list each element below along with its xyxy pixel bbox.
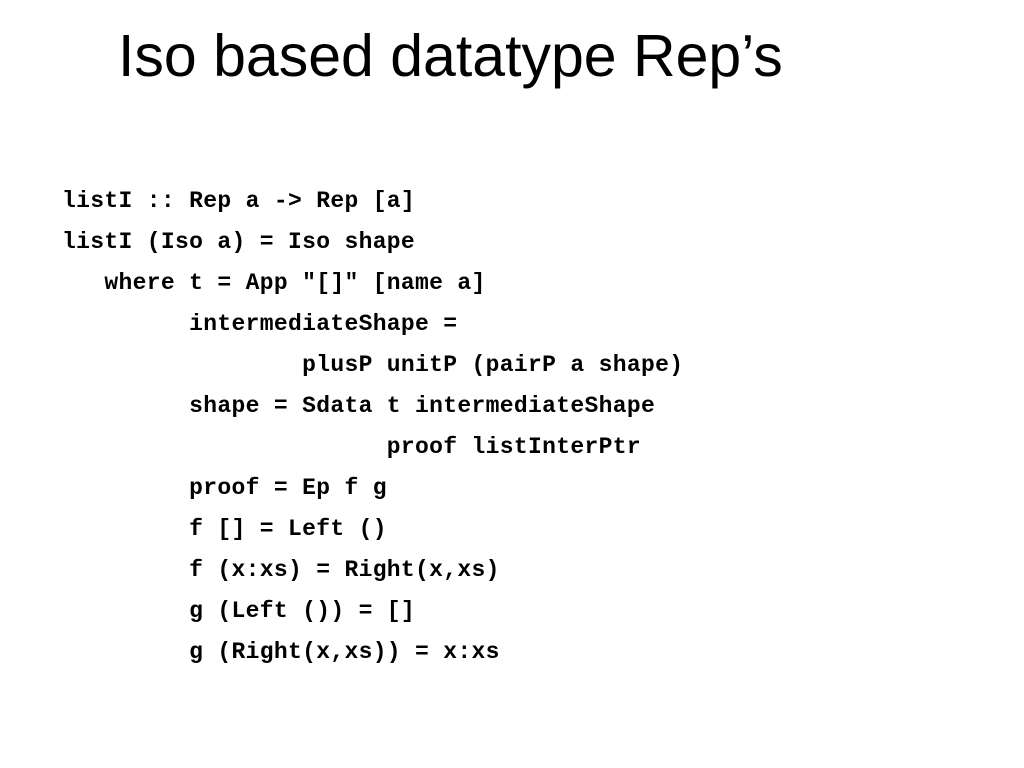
code-line: g (Right(x,xs)) = x:xs [62, 639, 500, 665]
code-line: f (x:xs) = Right(x,xs) [62, 557, 500, 583]
code-line: proof listInterPtr [62, 434, 642, 460]
code-line: proof = Ep f g [62, 475, 387, 501]
code-block: listI :: Rep a -> Rep [a] listI (Iso a) … [62, 181, 683, 673]
code-line: plusP unitP (pairP a shape) [62, 352, 684, 378]
code-line: f [] = Left () [62, 516, 387, 542]
code-line: intermediateShape = [62, 311, 458, 337]
code-line: shape = Sdata t intermediateShape [62, 393, 656, 419]
code-line: listI (Iso a) = Iso shape [62, 229, 416, 255]
code-line: listI :: Rep a -> Rep [a] [62, 188, 416, 214]
code-line: g (Left ()) = [] [62, 598, 416, 624]
slide-title: Iso based datatype Rep’s [118, 23, 783, 89]
code-line: where t = App "[]" [name a] [62, 270, 486, 296]
